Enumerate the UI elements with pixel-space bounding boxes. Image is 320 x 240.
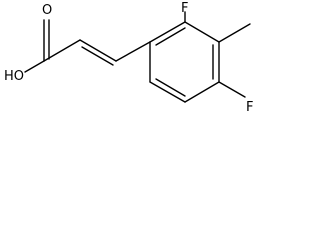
bond-c2-c3-double [81,46,114,66]
ring-inner-bond-3 [155,78,186,97]
hydroxyl-label: HO [4,69,24,84]
chemical-structure: HO O F F [4,1,253,115]
bond-c3-ring [115,41,151,62]
ring-bond-1 [149,21,186,43]
bond-ring-methyl [218,23,251,43]
fluorine-bottom-label: F [246,100,253,115]
ring-bond-2 [184,21,220,43]
bond-c1-oh [24,60,45,73]
ring-bond-5 [149,81,186,103]
bond-c1-c2 [43,39,81,62]
ring-bond-4 [184,81,220,103]
bond-c2-c3 [79,39,117,62]
carbonyl-oxygen-label: O [42,3,52,18]
fluorine-top-label: F [181,1,188,16]
bond-ring-f-bottom [218,81,246,98]
ring-inner-bond-1 [155,27,186,46]
